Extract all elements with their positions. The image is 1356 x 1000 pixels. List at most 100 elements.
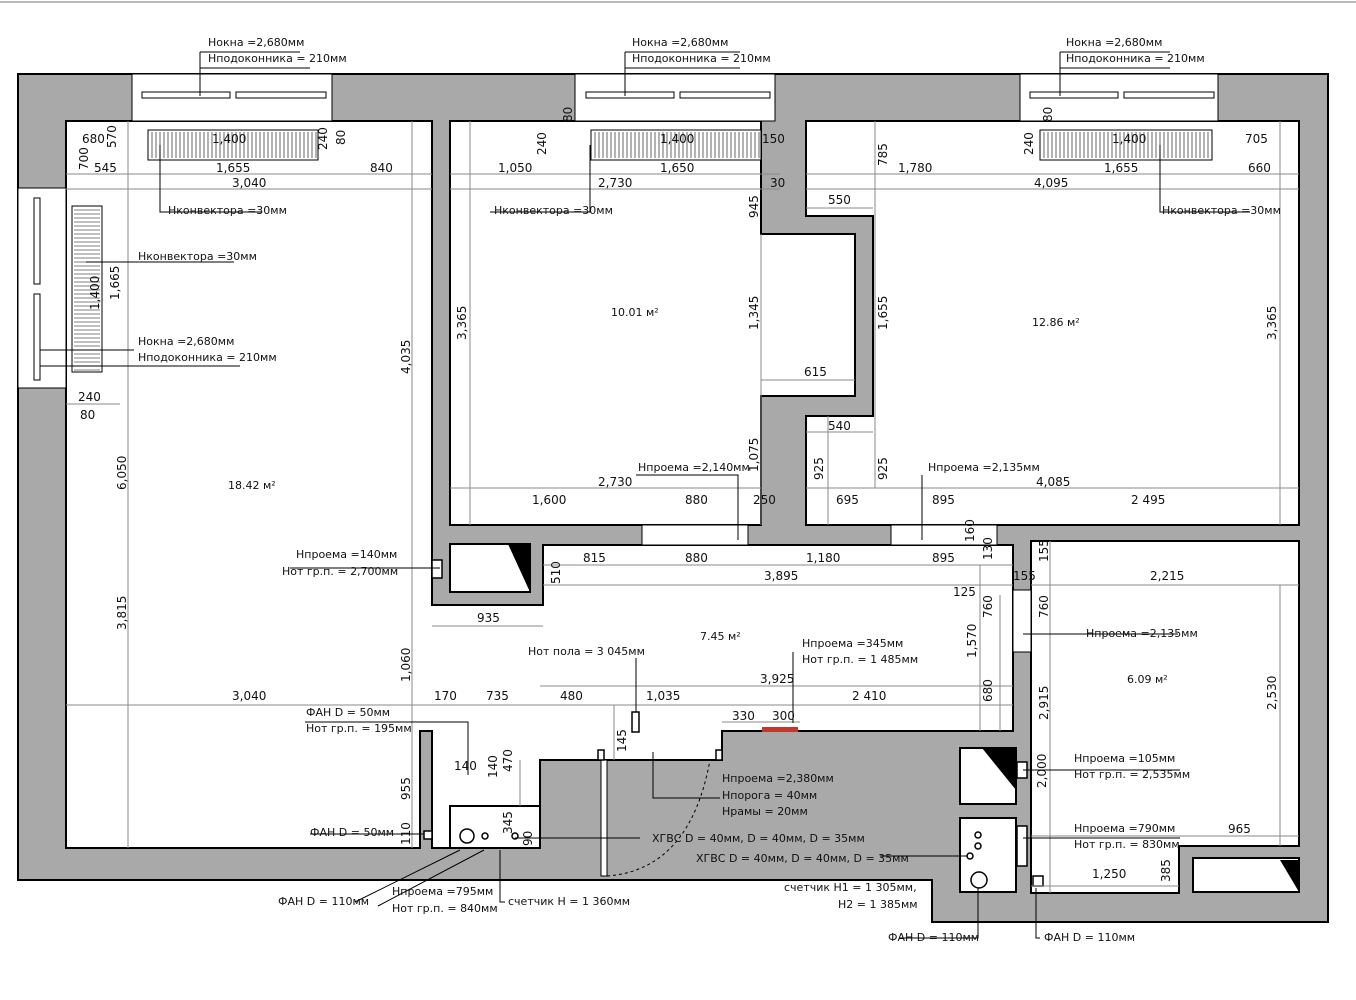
dim-label: 2,730 [598, 176, 632, 190]
dim-label: 2,730 [598, 475, 632, 489]
dim-label: 1,600 [532, 493, 566, 507]
dim-label: 4,035 [399, 340, 413, 374]
fan-height-label: Hот гр.п. = 195мм [306, 722, 412, 735]
convector-label: Hконвектора =30мм [494, 204, 613, 217]
sill-height-label: Hподоконника = 210мм [208, 52, 347, 65]
dim-label: 2,000 [1035, 754, 1049, 788]
dim-label: 735 [486, 689, 509, 703]
door-room1 [641, 524, 749, 546]
dim-label: 3,815 [115, 596, 129, 630]
opening-height-label: Hот гр.п. = 830мм [1074, 838, 1180, 851]
dim-label: 1,650 [660, 161, 694, 175]
dim-label: 1,345 [747, 296, 761, 330]
opening-label: Hпроема =795мм [392, 885, 493, 898]
fan-50 [423, 830, 433, 840]
sill-height-label: Hподоконника = 210мм [632, 52, 771, 65]
dim-label: 1,400 [660, 132, 694, 146]
dim-label: 550 [828, 193, 851, 207]
convector-2 [590, 129, 762, 161]
dim-label: 1,665 [108, 266, 122, 300]
dim-label: 480 [560, 689, 583, 703]
window-top-3-sash [1029, 91, 1119, 99]
window-height-label: Hокна =2,680мм [208, 36, 304, 49]
dim-label: 160 [963, 519, 977, 542]
window-height-label: Hокна =2,680мм [1066, 36, 1162, 49]
niche-fill-2 [982, 748, 1016, 790]
door-room2 [890, 524, 998, 546]
convector-3 [1039, 129, 1213, 161]
dim-label: 760 [981, 595, 995, 618]
convector-1 [147, 129, 319, 161]
convector-left [71, 205, 103, 373]
dim-label: 680 [981, 679, 995, 702]
dim-label: 150 [762, 132, 785, 146]
dim-label: 4,085 [1036, 475, 1070, 489]
opening-height-label: Hот гр.п. = 840мм [392, 902, 498, 915]
dim-label: 6,050 [115, 456, 129, 490]
dim-label: 935 [477, 611, 500, 625]
window-top-3-sash2 [1123, 91, 1215, 99]
dim-label: 660 [1248, 161, 1271, 175]
dim-label: 240 [1022, 132, 1036, 155]
dim-label: 925 [876, 457, 890, 480]
fan-label: ФАН D = 50мм [306, 706, 390, 719]
vent-bath2 [1016, 825, 1028, 867]
window-left-sash [33, 197, 41, 285]
water-label: ХГВС D = 40мм, D = 40мм, D = 35мм [652, 832, 865, 845]
area-bath: 6.09 м² [1127, 673, 1168, 686]
dim-label: 3,040 [232, 176, 266, 190]
convector-label: Hконвектора =30мм [138, 250, 257, 263]
meter-label: счетчик H = 1 360мм [508, 895, 630, 908]
room-bedroom-2 [805, 120, 1300, 526]
dim-label: 130 [981, 537, 995, 560]
dim-label: 1,180 [806, 551, 840, 565]
dim-label: 510 [549, 561, 563, 584]
dim-label: 145 [615, 729, 629, 752]
dim-label: 3,365 [455, 306, 469, 340]
opening-height-label: Hот гр.п. = 1 485мм [802, 653, 918, 666]
dim-label: 1,050 [498, 161, 532, 175]
dim-label: 1,655 [216, 161, 250, 175]
window-height-label: Hокна =2,680мм [138, 335, 234, 348]
dim-label: 385 [1159, 859, 1173, 882]
window-top-2-sash2 [679, 91, 771, 99]
room-areas: 18.42 м² 10.01 м² 12.86 м² 7.45 м² 6.09 … [228, 306, 1168, 686]
opening-label: Hпроема =140мм [296, 548, 397, 561]
dim-label: 345 [501, 811, 515, 834]
dim-label: 155 [1013, 569, 1036, 583]
entrance-swing [606, 759, 711, 877]
dim-label: 240 [535, 132, 549, 155]
dim-label: 2,530 [1265, 676, 1279, 710]
pipe-b2 [974, 842, 982, 850]
dim-label: 4,095 [1034, 176, 1068, 190]
dim-label: 240 [78, 390, 101, 404]
window-left [17, 187, 67, 389]
dim-label: 90 [521, 831, 535, 846]
dim-label: 2 410 [852, 689, 886, 703]
niche-fill-1 [508, 544, 530, 592]
dim-label: 760 [1037, 595, 1051, 618]
dim-label: 955 [399, 777, 413, 800]
dim-label: 1,570 [965, 624, 979, 658]
dim-label: 240 [316, 127, 330, 150]
dim-label: 540 [828, 419, 851, 433]
vent-hall [431, 559, 443, 579]
dim-label: 700 [77, 147, 91, 170]
dim-label: 170 [434, 689, 457, 703]
room-bath [1030, 540, 1300, 894]
dim-label: 880 [685, 493, 708, 507]
dim-label: 80 [334, 130, 348, 145]
dim-label: 330 [732, 709, 755, 723]
leader-lines [40, 51, 1250, 939]
dim-label: 3,365 [1265, 306, 1279, 340]
dim-label: 300 [772, 709, 795, 723]
dim-label: 840 [370, 161, 393, 175]
dim-label: 80 [1041, 107, 1055, 122]
pipe-b1 [974, 831, 982, 839]
dim-label: 125 [953, 585, 976, 599]
window-height-label: Hокна =2,680мм [632, 36, 728, 49]
opening-label: Hпроема =2,135мм [928, 461, 1040, 474]
opening-label: Hпроема =2,135мм [1086, 627, 1198, 640]
fan-bath-small [1032, 875, 1044, 887]
entrance-opening-label: Hпроема =2,380мм [722, 772, 834, 785]
